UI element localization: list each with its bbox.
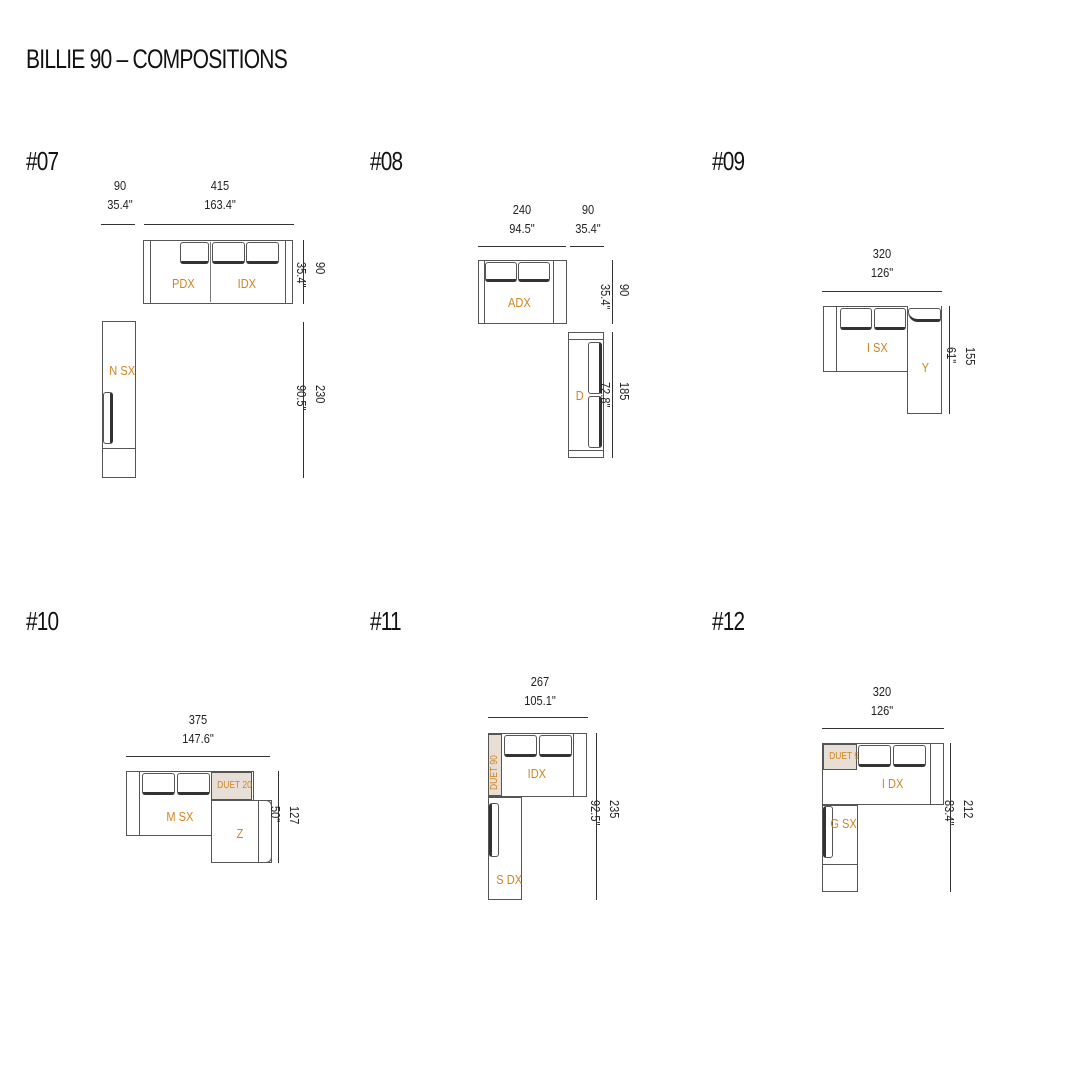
dimension-line [144,224,294,225]
module-label: G SX [830,816,857,831]
dimension-line [822,728,944,729]
back-cushion [142,773,175,795]
dimension-line [612,260,613,324]
back-cushion [180,242,209,264]
module-label: ADX [508,295,531,310]
composition-number: #11 [370,606,402,636]
chaise-module [907,306,942,414]
sofa-arm [285,240,293,304]
dimension-line [596,733,597,900]
back-cushion [504,735,537,757]
back-cushion [908,308,941,322]
back-cushion [485,262,517,282]
sofa-arm [143,240,151,304]
dimension-line [570,246,604,247]
back-cushion [858,745,891,767]
module-label: PDX [172,276,195,291]
back-cushion [103,392,113,444]
back-cushion [874,308,906,330]
sofa-arm [478,260,485,324]
sofa-arm [573,733,587,797]
back-cushion [588,342,602,394]
page-title: BILLIE 90 – COMPOSITIONS [26,44,288,74]
dimension-line [278,771,279,863]
composition-number: #12 [712,606,745,636]
module-label: I SX [866,340,888,355]
sofa-arm [258,800,272,863]
sofa-arm [930,743,944,805]
module-divider [210,242,211,302]
module-label: DUET 90 [489,755,500,790]
dimension-line [478,246,566,247]
back-cushion [588,396,602,448]
dimension-line [303,240,304,304]
composition-number: #09 [712,146,745,176]
module-label: IDX [237,276,257,291]
dimension-line [612,332,613,458]
dimension-line [949,306,950,414]
back-cushion [539,735,572,757]
sofa-arm [822,864,858,892]
sofa-arm [102,448,136,478]
back-cushion [840,308,872,330]
sofa-arm [568,332,604,340]
back-cushion [518,262,550,282]
sofa-arm [126,771,140,836]
duet-module [823,744,857,770]
module-label: DUET 90 [829,751,864,762]
back-cushion [212,242,245,264]
duet-module [488,734,502,796]
back-cushion [177,773,210,795]
back-cushion [823,806,833,858]
sofa-arm [823,306,837,372]
dimension-line [126,756,270,757]
module-label: I DX [881,776,904,791]
dimension-line [488,717,588,718]
module-label: Y [921,360,930,375]
dimension-line [950,743,951,892]
composition-number: #07 [26,146,59,176]
dimension-line [303,322,304,478]
module-label: D [575,388,584,403]
module-label: IDX [527,766,547,781]
dimension-line [101,224,135,225]
module-label: Z [236,826,244,841]
composition-number: #10 [26,606,59,636]
duet-module [211,772,252,800]
module-label: N SX [109,363,136,378]
module-label: M SX [166,809,194,824]
module-label: S DX [496,872,523,887]
back-cushion [489,803,499,857]
dimension-line [822,291,942,292]
back-cushion [246,242,279,264]
sofa-arm [553,260,567,324]
composition-number: #08 [370,146,403,176]
module-label: DUET 20 [217,780,252,791]
sofa-arm [568,450,604,458]
back-cushion [893,745,926,767]
